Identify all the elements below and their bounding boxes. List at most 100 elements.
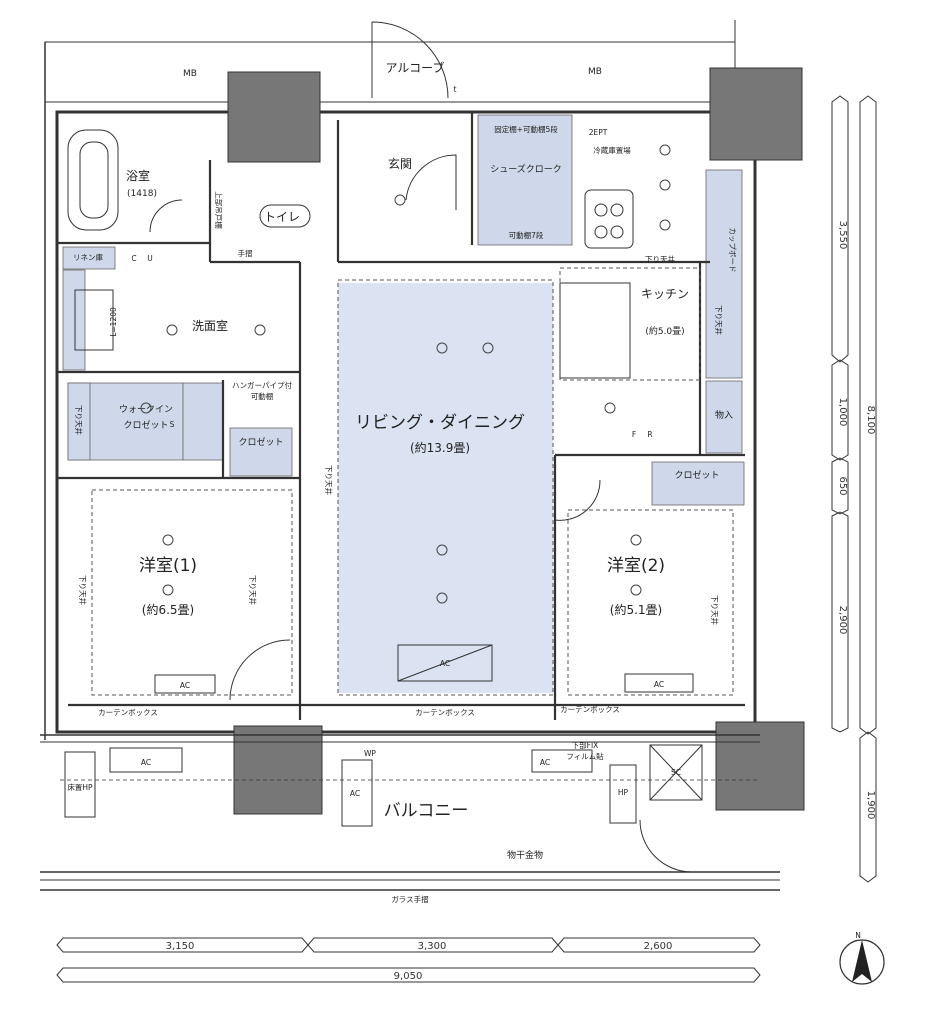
bath-label: 浴室 <box>126 168 150 183</box>
floor-hp-label: 床置HP <box>67 782 93 792</box>
room1-size-label: (約6.5畳) <box>142 602 194 617</box>
entrance-label: 玄関 <box>388 156 412 171</box>
dim-right-1: 3,550 <box>837 221 848 250</box>
sc-label: SC <box>671 768 681 777</box>
shaded-areas <box>62 114 745 693</box>
closet-center-label: クロゼット <box>238 436 283 448</box>
storage-area <box>705 380 743 454</box>
walkin-label: ウォークイン <box>119 404 173 415</box>
eq-box <box>649 744 703 801</box>
dim-right-3: 650 <box>837 476 848 495</box>
column-top-left <box>227 71 321 163</box>
lowered-ceiling-walkin: 下り天井 <box>74 405 84 435</box>
l1200-label: L=1200 <box>109 307 118 337</box>
shoe-closet-area <box>477 114 573 246</box>
dim-right-2: 1,000 <box>837 398 848 427</box>
f-label: F <box>632 430 636 439</box>
hanger-label: ハンガーパイプ付 <box>232 380 292 390</box>
north-arrow-icon <box>852 940 872 982</box>
alcove-t-label: t <box>454 85 457 94</box>
toilet-label: トイレ <box>264 210 300 224</box>
linen-label: リネン庫 <box>73 252 103 262</box>
fridge-space-label: 冷蔵庫置場 <box>593 145 631 155</box>
wp-label: WP <box>364 749 376 758</box>
clothesline-label: 物干金物 <box>507 849 543 861</box>
dim-bottom-3: 2,600 <box>644 941 673 952</box>
hp-unit <box>609 764 637 824</box>
ac-balcony <box>109 747 183 773</box>
fix-window-label: 下部FIX <box>572 740 599 750</box>
hanger-rack-label: 手摺 <box>238 248 253 258</box>
curtain-box-3: カーテンボックス <box>560 705 620 714</box>
room1-label: 洋室(1) <box>139 556 197 576</box>
lowered-ceiling-living: 下り天井 <box>324 465 334 495</box>
closet-right-area <box>651 461 745 506</box>
mb-right-label: MB <box>588 67 602 77</box>
cu-c-label: C <box>131 254 136 263</box>
room2-label: 洋室(2) <box>607 556 665 576</box>
bottom-dimensions <box>56 937 761 983</box>
room2-size-label: (約5.1畳) <box>610 602 662 617</box>
sink <box>74 289 114 351</box>
stove <box>584 189 634 249</box>
ac-living-label: AC <box>440 659 450 668</box>
walkin-right <box>182 382 224 461</box>
kitchen-size-label: (約5.0畳) <box>645 325 684 337</box>
shoe-shelf-bottom-label: 可動棚7段 <box>509 230 544 240</box>
linen-area <box>62 246 116 270</box>
lowered-ceiling-kitchen: 下り天井 <box>645 254 675 264</box>
ac-balcony-label: AC <box>141 758 151 767</box>
cupboard-label: カップボード <box>728 228 737 273</box>
balcony-rail <box>40 734 780 891</box>
powder-label: 洗面室 <box>192 318 228 333</box>
dim-bottom-1: 3,150 <box>166 941 195 952</box>
ac-bal3-label: AC <box>350 789 360 798</box>
r-label: R <box>647 430 652 439</box>
kitchen-label: キッチン <box>641 287 689 301</box>
columns <box>227 67 805 815</box>
living-label: リビング・ダイニング <box>355 413 525 433</box>
dim-right-total: 8,100 <box>865 406 876 435</box>
glass-rail-label: ガラス手摺 <box>391 894 428 904</box>
cupboard-area <box>705 169 743 379</box>
ac-room2 <box>624 673 694 693</box>
column-bottom-right <box>715 721 805 811</box>
compass-north-label: N <box>855 931 861 940</box>
dim-right-5: 1,900 <box>865 791 876 820</box>
dim-bottom-2: 3,300 <box>418 941 447 952</box>
cu-u-label: U <box>147 254 153 263</box>
dim-bottom-total: 9,050 <box>394 971 423 982</box>
lowered-ceiling-room1-right: 下り天井 <box>248 575 258 605</box>
balcony-label: バルコニー <box>384 801 469 821</box>
walkin-closet-label: クロゼット <box>123 419 168 431</box>
compass: N <box>839 931 885 985</box>
closet-right-label: クロゼット <box>674 469 719 481</box>
right-dimensions <box>831 95 877 883</box>
film-label: フィルム貼 <box>566 751 604 761</box>
lowered-ceiling-cupboard: 下り天井 <box>714 305 724 335</box>
upper-cab-label: 上部吊戸棚 <box>214 191 224 229</box>
dim-right-4: 2,900 <box>837 606 848 635</box>
toilet-bowl <box>259 204 311 228</box>
storage-label: 物入 <box>715 409 733 421</box>
balcony-unit <box>341 759 373 827</box>
alcove-label: アルコーブ <box>386 60 445 75</box>
floor-hp-box <box>64 751 96 818</box>
ac-living <box>397 644 493 682</box>
ept-label: 2EPT <box>589 128 608 137</box>
right-dim-labels: 3,550 1,000 650 2,900 8,100 1,900 <box>837 221 876 820</box>
hanger-shelf-label: 可動棚 <box>251 391 274 401</box>
closet-center-area <box>229 427 293 477</box>
lowered-ceiling-room2: 下り天井 <box>710 595 720 625</box>
hp-label: HP <box>618 788 629 797</box>
interior-walls <box>57 112 745 720</box>
annotation-labels: カーテンボックス カーテンボックス カーテンボックス 下り天井 下り天井 下り天… <box>74 254 724 798</box>
ac-bal2 <box>531 749 593 773</box>
mb-left-label: MB <box>183 69 197 79</box>
bottom-dim-labels: 3,150 3,300 2,600 9,050 <box>166 941 673 982</box>
room-labels: MB MB アルコーブ t 浴室 (1418) トイレ 玄関 シューズクローク … <box>67 60 737 904</box>
s-walkin-label: S <box>170 420 175 429</box>
curtain-box-2: カーテンボックス <box>415 708 475 717</box>
curtain-box-1: カーテンボックス <box>98 708 158 717</box>
